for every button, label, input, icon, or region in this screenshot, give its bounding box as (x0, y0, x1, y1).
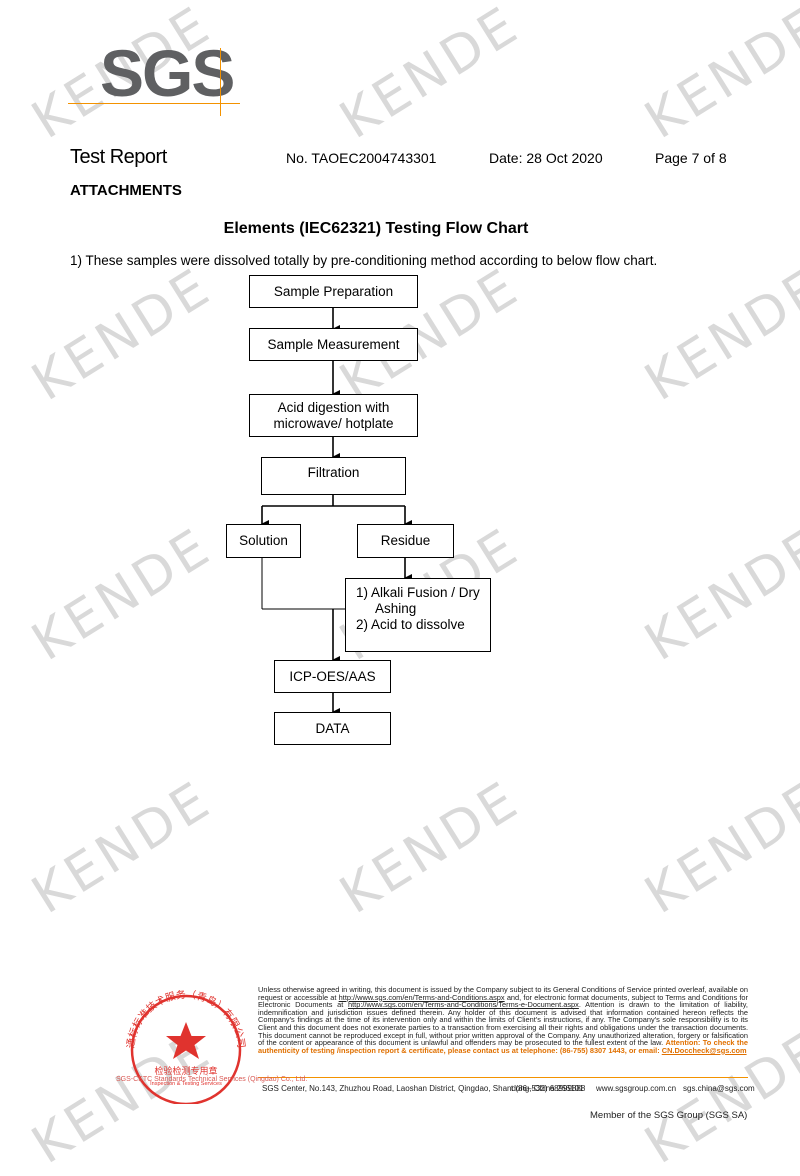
flow-label: microwave/ hotplate (273, 415, 394, 431)
flow-connectors (261, 308, 412, 716)
flow-box-solution: Solution (226, 524, 301, 558)
seal-en-text: Inspection & Testing Services (150, 1081, 222, 1087)
seal-company-text: SGS-CSTC Standards Technical Services (Q… (116, 1076, 308, 1083)
flow-label: ICP-OES/AAS (289, 668, 376, 684)
flow-label: Residue (380, 533, 431, 548)
flow-box-icp: ICP-OES/AAS (274, 660, 391, 693)
flow-box-alkali-fusion: 1) Alkali Fusion / Dry Ashing 2) Acid to… (345, 578, 491, 652)
footer-email[interactable]: sgs.china@sgs.com (683, 1084, 755, 1093)
legal-disclaimer: Unless otherwise agreed in writing, this… (258, 986, 748, 1054)
chart-title: Elements (IEC62321) Testing Flow Chart (223, 220, 529, 237)
seal-center-text: 检验检测专用章 (154, 1065, 217, 1077)
flow-box-sample-measurement: Sample Measurement (249, 328, 418, 361)
attention-text: Attention: To check the authenticity of … (258, 1038, 748, 1055)
flow-label: Filtration (307, 465, 360, 480)
intro-text: 1) These samples were dissolved totally … (70, 253, 658, 268)
flow-label: Sample Measurement (267, 336, 400, 352)
flow-box-data: DATA (274, 712, 391, 745)
disclaimer-text: . Attention is drawn to the limitation o… (258, 1000, 748, 1048)
sgs-logo: SGS (100, 36, 235, 110)
flow-label: Solution (239, 533, 288, 548)
flow-label: Acid digestion with (277, 399, 390, 415)
e-terms-link[interactable]: http://www.sgs.com/en/Terms-and-Conditio… (348, 1000, 579, 1010)
star-icon (166, 1022, 206, 1059)
flow-box-filtration: Filtration (261, 457, 406, 495)
report-number: No. TAOEC2004743301 (286, 150, 437, 166)
member-text: Member of the SGS Group (SGS SA) (590, 1110, 748, 1121)
report-title: Test Report (70, 146, 167, 168)
flow-label: 1) Alkali Fusion / Dry (356, 585, 480, 600)
page-number: Page 7 of 8 (655, 150, 727, 166)
flow-label: Sample Preparation (273, 283, 394, 299)
section-heading: ATTACHMENTS (70, 182, 182, 199)
flow-label: 2) Acid to dissolve (356, 617, 465, 632)
flow-label: DATA (315, 720, 350, 736)
report-date: Date: 28 Oct 2020 (489, 150, 603, 166)
footer-rule (258, 1077, 748, 1078)
disclaimer-text: Unless otherwise agreed in writing, this… (258, 985, 748, 1002)
flow-box-residue: Residue (357, 524, 454, 558)
doccheck-email-link[interactable]: CN.Doccheck@sgs.com (661, 1045, 747, 1055)
flow-box-sample-preparation: Sample Preparation (249, 275, 418, 308)
official-seal: 通标标准技术服务（青岛）有限公司 检验检测专用章 Inspection & Te… (125, 988, 246, 1104)
logo-rule (68, 103, 240, 104)
footer-website[interactable]: www.sgsgroup.com.cn (596, 1084, 677, 1093)
footer-address: SGS Center, No.143, Zhuzhou Road, Laosha… (262, 1084, 584, 1093)
terms-link[interactable]: http://www.sgs.com/en/Terms-and-Conditio… (338, 992, 505, 1002)
flow-label: Ashing (375, 601, 417, 616)
footer-phone: t (86–532) 68999888 (511, 1084, 586, 1093)
logo-rule (220, 48, 221, 116)
disclaimer-text: and, for electronic format documents, su… (258, 992, 748, 1010)
flow-box-acid-digestion: Acid digestion with microwave/ hotplate (249, 394, 418, 437)
